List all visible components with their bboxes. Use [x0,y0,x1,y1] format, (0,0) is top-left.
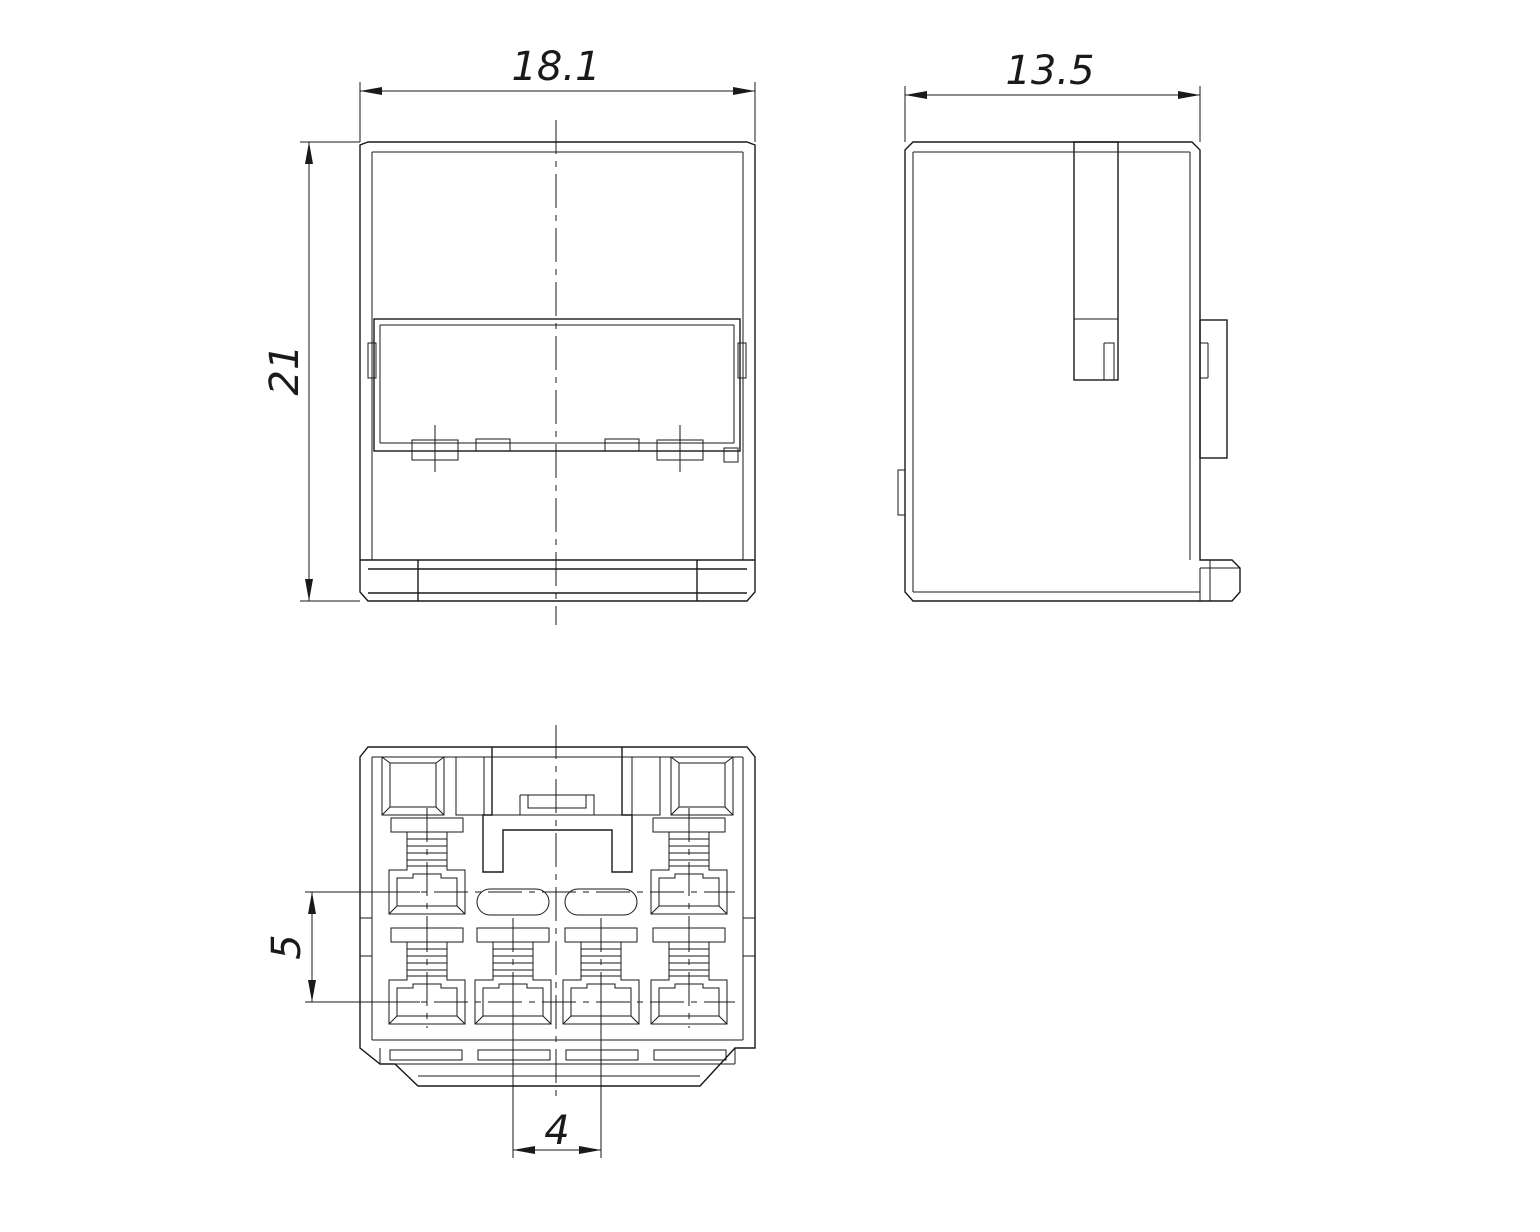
bottom-slot-2 [477,1049,551,1061]
bottom-slot-1 [389,1049,463,1061]
window-frame [373,318,741,452]
end-latch-housing [482,747,633,873]
front-inner-edge [371,151,744,560]
dim-front-width: 18.1 [359,44,756,142]
terminal-slot-2 [475,438,511,452]
corner-tab [723,447,739,463]
side-view [897,141,1241,602]
end-left-bump [359,917,373,957]
end-view [359,725,756,1098]
left-latch [367,342,377,379]
polarizing-key-left [476,888,550,916]
cavity-row2-col1 [388,918,466,1028]
cavity-row2-col4 [650,918,728,1028]
end-right-bump [742,917,756,957]
top-cavity-right [631,756,734,816]
front-outline [359,141,756,602]
bottom-slot-3 [565,1049,639,1061]
pitch-horizontal-label: 4 [544,1108,569,1154]
dim-front-height: 21 [262,141,360,602]
cavity-row2-col2 [474,918,552,1028]
front-view [359,120,756,625]
end-outline [359,746,756,1087]
bottom-slot-4 [653,1049,727,1061]
pitch-vertical-label: 5 [264,934,310,959]
cavity-row2-col3 [562,918,640,1028]
side-outline [904,141,1241,602]
front-window [367,318,747,472]
side-rear-boss [1199,319,1228,459]
top-cavity-left [381,756,485,816]
side-width-label: 13.5 [1005,48,1094,94]
terminal-cavities [388,808,728,1028]
polarizing-key-right [564,888,638,916]
side-latch-arm [1073,141,1119,381]
dim-side-width: 13.5 [904,48,1201,142]
side-front-nub [897,469,906,516]
front-width-label: 18.1 [511,44,600,90]
terminal-slot-3 [604,438,640,452]
front-height-label: 21 [262,345,308,396]
cavity-row1-col1 [388,808,466,918]
cavity-row1-col4 [650,808,728,918]
dim-pitch-horizontal: 4 [512,1002,602,1158]
right-latch [737,342,747,379]
dim-pitch-vertical: 5 [264,891,420,1003]
front-bottom-flange [360,559,755,601]
